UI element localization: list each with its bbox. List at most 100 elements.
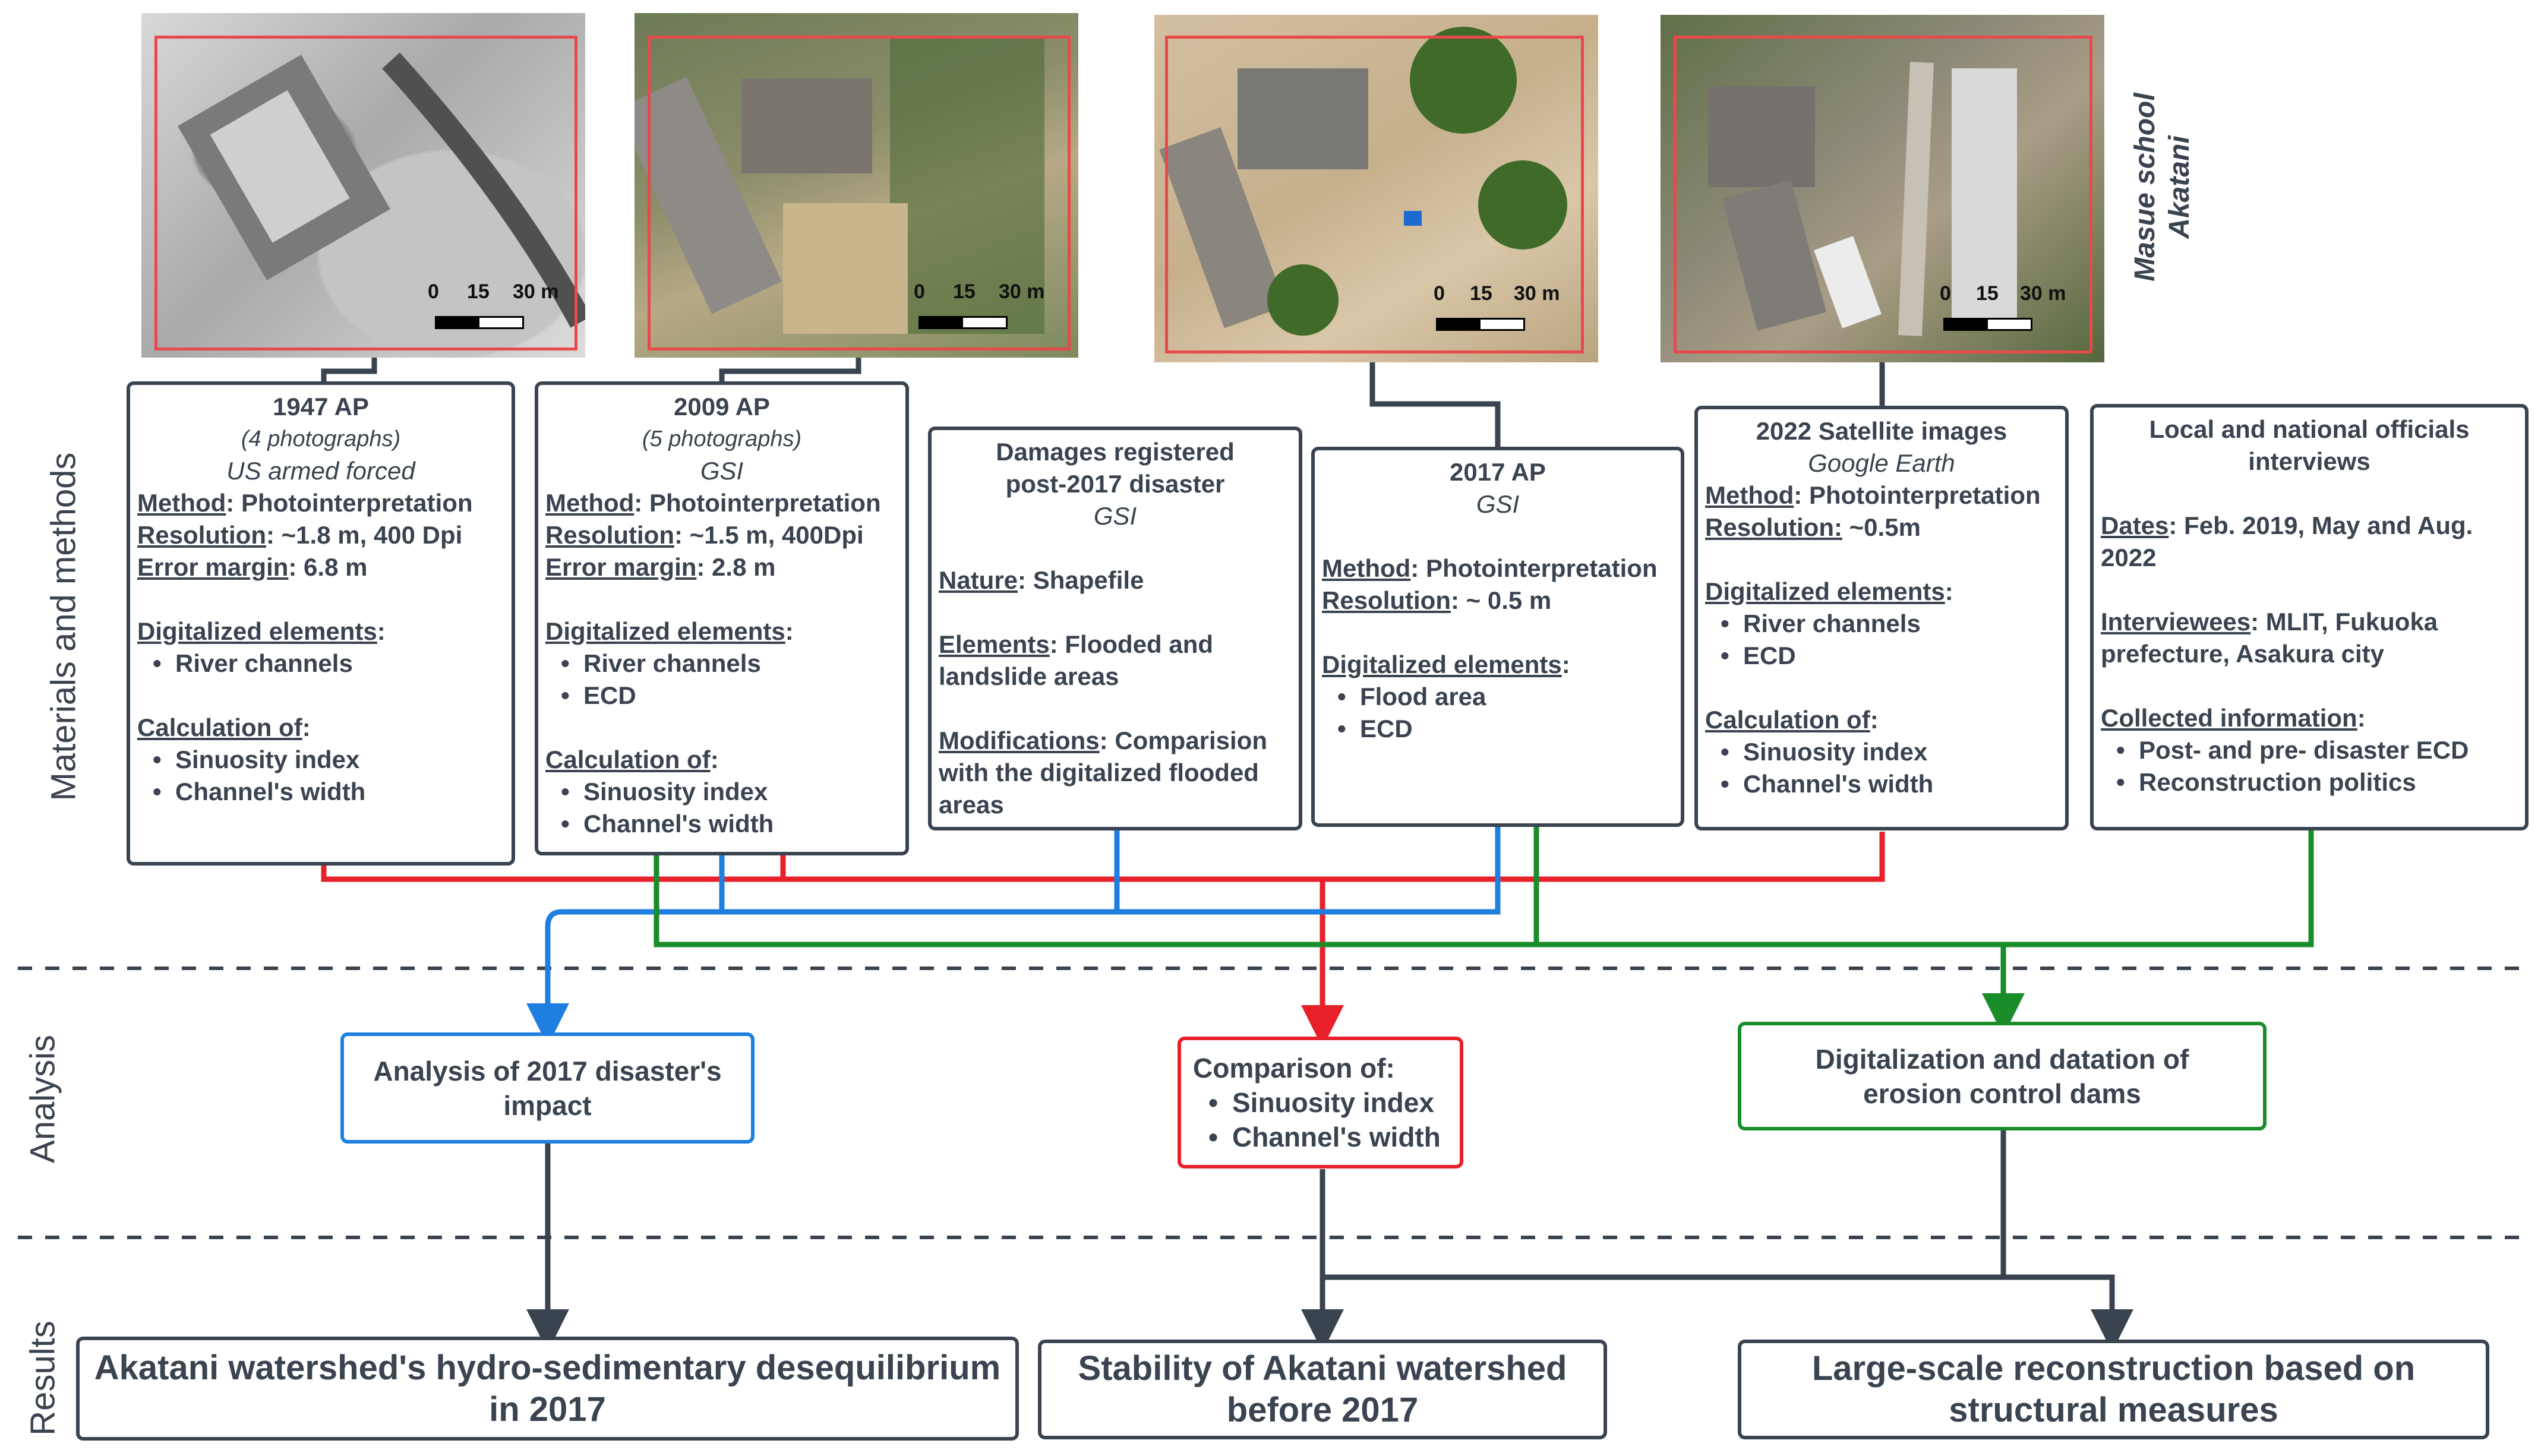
green-connector-2009	[654, 830, 2314, 947]
calculation-line: Calculation of:	[137, 713, 311, 741]
photo-1947-artwork	[178, 52, 585, 328]
resolution-label: Resolution	[545, 521, 674, 549]
list-item: Channel's width	[1705, 768, 2058, 800]
calculation-line: Calculation of:	[1705, 706, 1879, 734]
resolution-value: : ~ 0.5 m	[1451, 586, 1552, 614]
box-title: 2022 Satellite images	[1756, 417, 2007, 445]
method-value: : Photointerpretation	[1410, 554, 1658, 582]
source-box-officials: Local and national officials interviews …	[2090, 404, 2529, 830]
box-title-line2: interviews	[2248, 447, 2370, 475]
spacer	[1322, 617, 1674, 649]
analysis-dams-line2: erosion control dams	[1863, 1078, 2141, 1109]
photo-1947-connector	[321, 356, 377, 383]
spacer	[137, 680, 504, 712]
list-item: Channel's width	[137, 776, 504, 808]
method-value: : Photointerpretation	[1794, 481, 2041, 509]
list-item: Sinuosity index	[545, 776, 898, 808]
analysis-box-impact: Analysis of 2017 disaster's impact	[340, 1032, 755, 1144]
results-link-bar	[1322, 1274, 2115, 1292]
resolution-line: Resolution: ~0.5m	[1705, 511, 2058, 544]
box-source: GSI	[1093, 502, 1137, 530]
result-box-reconstruction: Large-scale reconstruction based on stru…	[1738, 1340, 2489, 1439]
nature-value: : Shapefile	[1018, 566, 1144, 594]
photo-frame	[1165, 36, 1584, 353]
method-value: : Photointerpretation	[226, 489, 473, 517]
site-label-line1: Masue school	[2129, 93, 2161, 282]
scale-bar	[918, 316, 1008, 329]
calculation-label: Calculation of	[137, 713, 302, 741]
photo-2009-artwork	[635, 37, 1044, 334]
list-item: River channels	[137, 648, 504, 680]
resolution-value: : ~1.8 m, 400 Dpi	[266, 521, 463, 549]
spacer	[1705, 544, 2058, 576]
list-item: Reconstruction politics	[2101, 766, 2518, 798]
result-stability-line1: Stability of Akatani watershed	[1078, 1349, 1567, 1388]
box-title-line2: post-2017 disaster	[1005, 470, 1225, 498]
photo-2017-connector	[1369, 362, 1501, 449]
result-stability-line2: before 2017	[1226, 1391, 1419, 1429]
digitalized-label: Digitalized elements	[545, 617, 785, 645]
error-label: Error margin	[137, 553, 289, 581]
resolution-value: ~0.5m	[1842, 513, 1921, 541]
analysis-dams-line1: Digitalization and datation of	[1815, 1043, 2189, 1075]
digitalized-line: Digitalized elements:	[1322, 650, 1570, 678]
analysis-box-comparison: Comparison of: Sinuosity index Channel's…	[1178, 1037, 1463, 1168]
spacer	[1322, 520, 1674, 552]
scale-label-15: 15	[953, 280, 976, 303]
site-label-line2: Akatani	[2164, 135, 2195, 239]
error-value: : 6.8 m	[288, 553, 368, 581]
collected-value: :	[2357, 704, 2366, 732]
spacer	[939, 532, 1292, 564]
digitalized-label: Digitalized elements	[1705, 577, 1945, 605]
red-connector-1947	[321, 864, 1322, 882]
spacer	[939, 596, 1292, 628]
section-label-analysis: Analysis	[23, 1035, 62, 1163]
analysis-impact-line2: impact	[503, 1089, 592, 1121]
scale-label-0: 0	[428, 280, 439, 303]
scale-label-15: 15	[1976, 282, 1999, 305]
scale-label-30: 30 m	[513, 280, 559, 303]
method-line: Method: Photointerpretation	[545, 487, 898, 519]
photo-2017-artwork	[1159, 27, 1567, 336]
source-box-2009: 2009 AP (5 photographs) GSI Method: Phot…	[535, 381, 909, 855]
interviewees-label: Interviewees	[2101, 608, 2251, 636]
method-label: Method	[137, 489, 226, 517]
photo-2017: 0 15 30 m	[1154, 15, 1598, 362]
scale-label-15: 15	[467, 280, 490, 303]
error-line: Error margin: 6.8 m	[137, 551, 504, 583]
box-title-line1: Local and national officials	[2149, 415, 2470, 443]
photo-2022: 0 15 30 m	[1661, 15, 2104, 362]
resolution-label: Resolution	[1322, 586, 1451, 614]
interviewees-value: : MLIT, Fukuoka prefecture, Asakura city	[2101, 608, 2438, 668]
box-source: GSI	[1476, 490, 1520, 518]
modifications-line: Modifications: Comparision with the digi…	[939, 725, 1292, 821]
resolution-line: Resolution: ~1.5 m, 400Dpi	[545, 519, 898, 551]
dates-value: : Feb. 2019, May and Aug. 2022	[2101, 511, 2473, 571]
spacer	[2101, 574, 2518, 606]
blue-connector-2017	[545, 826, 1501, 927]
list-item: Sinuosity index	[1193, 1085, 1460, 1120]
digitalized-label: Digitalized elements	[1322, 650, 1562, 678]
scale-bar	[1436, 318, 1525, 331]
scale-bar	[435, 316, 524, 329]
section-label-results: Results	[23, 1321, 62, 1436]
scale-label-0: 0	[1940, 282, 1951, 305]
red-connector-2022	[1322, 832, 1885, 882]
error-label: Error margin	[545, 553, 697, 581]
list-item: Sinuosity index	[137, 744, 504, 776]
box-title-line1: Damages registered	[996, 438, 1235, 466]
source-box-1947: 1947 AP (4 photographs) US armed forced …	[127, 381, 515, 866]
list-item: Channel's width	[1193, 1120, 1460, 1154]
photo-1947: 0 15 30 m	[141, 13, 585, 358]
spacer	[1705, 672, 2058, 704]
method-line: Method: Photointerpretation	[137, 487, 504, 519]
elements-line: Elements: Flooded and landslide areas	[939, 628, 1292, 693]
scale-label-30: 30 m	[1514, 282, 1560, 305]
analysis-box-dams: Digitalization and datation of erosion c…	[1738, 1022, 2267, 1130]
collected-label: Collected information	[2101, 704, 2357, 732]
list-item: Sinuosity index	[1705, 736, 2058, 768]
resolution-label: Resolution	[137, 521, 266, 549]
site-label: Masue school Akatani	[2128, 93, 2197, 281]
